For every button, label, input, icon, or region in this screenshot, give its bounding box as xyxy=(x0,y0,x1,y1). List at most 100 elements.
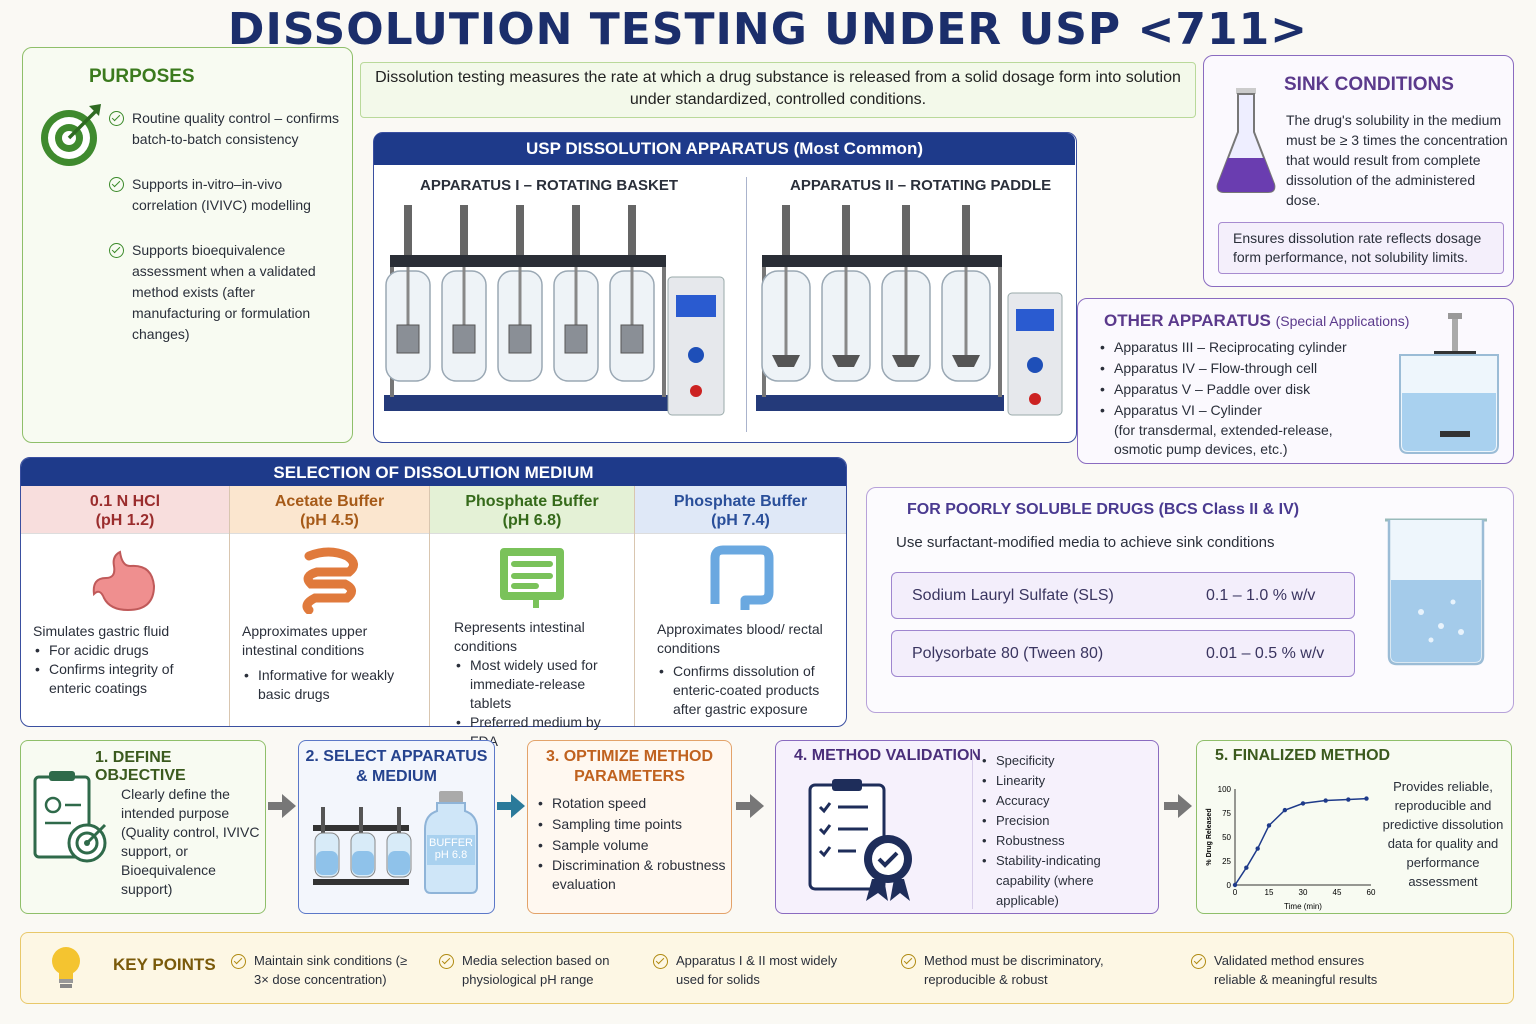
data-point xyxy=(1266,823,1272,828)
lightbulb-icon xyxy=(52,947,80,988)
validation-item: Linearity xyxy=(980,771,1156,791)
stomach-icon xyxy=(92,550,156,612)
data-point xyxy=(1255,846,1260,851)
step-1-title: 1. DEFINE OBJECTIVE xyxy=(95,749,186,784)
medium-col-hcl: 0.1 N HCl(pH 1.2) Simulates gastric flui… xyxy=(21,486,230,726)
parameter-item: Rotation speed xyxy=(536,793,726,814)
paddle-apparatus-image xyxy=(756,205,1063,416)
apparatus-panel: USP DISSOLUTION APPARATUS (Most Common) … xyxy=(373,132,1077,443)
target-icon xyxy=(41,104,101,166)
intestine-icon xyxy=(500,548,564,608)
data-point xyxy=(1232,882,1238,888)
parameter-item: Sampling time points xyxy=(536,814,726,835)
sink-panel: SINK CONDITIONS The drug's solubility in… xyxy=(1203,55,1514,287)
x-tick-label: 15 xyxy=(1265,888,1274,897)
step-method-validation: 4. METHOD VALIDATION Specificity Lineari… xyxy=(775,740,1159,914)
validation-item: Precision xyxy=(980,811,1156,831)
step-4-title: 4. METHOD VALIDATION xyxy=(794,747,981,764)
apparatus-1-label: APPARATUS I – ROTATING BASKET xyxy=(420,177,679,194)
y-tick-label: 75 xyxy=(1222,809,1231,818)
y-tick-label: 0 xyxy=(1227,881,1232,890)
other-item: Apparatus VI – Cylinder xyxy=(1098,400,1388,421)
upper-intestine-icon xyxy=(302,547,358,614)
page-title: DISSOLUTION TESTING UNDER USP <711> xyxy=(227,4,1309,55)
medium-col-phosphate-68: Phosphate Buffer(pH 6.8) Represents inte… xyxy=(430,486,635,749)
poorly-soluble-panel: FOR POORLY SOLUBLE DRUGS (BCS Class II &… xyxy=(866,487,1514,713)
intro-box: Dissolution testing measures the rate at… xyxy=(360,62,1196,118)
validation-item: Accuracy xyxy=(980,791,1156,811)
poorly-subtitle: Use surfactant-modified media to achieve… xyxy=(896,534,1275,551)
purposes-panel: PURPOSES Routine quality control – confi… xyxy=(22,47,353,443)
step-5-title: 5. FINALIZED METHOD xyxy=(1215,747,1391,764)
sink-note: Ensures dissolution rate reflects dosage… xyxy=(1218,222,1504,274)
y-tick-label: 50 xyxy=(1222,833,1231,842)
purpose-item: Supports in-vitro–in-vivo correlation (I… xyxy=(109,174,345,216)
data-point xyxy=(1346,797,1351,802)
poorly-title: FOR POORLY SOLUBLE DRUGS (BCS Class II &… xyxy=(907,501,1300,518)
step-5-text: Provides reliable, reproducible and pred… xyxy=(1382,779,1504,889)
beaker-cylinder-icon xyxy=(1399,313,1499,454)
apparatus-header: USP DISSOLUTION APPARATUS (Most Common) xyxy=(374,133,1075,165)
parameter-item: Discrimination & robustness evaluation xyxy=(536,856,726,894)
flask-icon xyxy=(1216,88,1276,193)
arrow-right-icon xyxy=(497,794,527,818)
surfactant-row: Sodium Lauryl Sulfate (SLS) 0.1 – 1.0 % … xyxy=(891,572,1355,619)
sink-title: SINK CONDITIONS xyxy=(1284,74,1454,95)
clipboard-target-icon xyxy=(33,771,107,863)
other-apparatus-panel: OTHER APPARATUS (Special Applications) A… xyxy=(1077,298,1514,464)
data-point xyxy=(1300,801,1306,806)
step-define-objective: 1. DEFINE OBJECTIVE Clearly define the i… xyxy=(20,740,266,914)
arrow-right-icon xyxy=(1164,794,1194,818)
other-title: OTHER APPARATUS xyxy=(1104,311,1271,330)
validation-clipboard-icon xyxy=(808,779,912,901)
y-axis-label: % Drug Released xyxy=(1206,808,1213,865)
basket-apparatus-image xyxy=(384,205,725,416)
y-tick-label: 25 xyxy=(1222,857,1231,866)
validation-item: Robustness xyxy=(980,831,1156,851)
data-point xyxy=(1244,865,1249,870)
x-tick-label: 30 xyxy=(1299,888,1308,897)
surfactant-row: Polysorbate 80 (Tween 80) 0.01 – 0.5 % w… xyxy=(891,630,1355,677)
step-2-title: 2. SELECT APPARATUS& MEDIUM xyxy=(305,748,488,785)
apparatus-2-label: APPARATUS II – ROTATING PADDLE xyxy=(790,177,1052,194)
medium-col-acetate: Acetate Buffer(pH 4.5) Approximates uppe… xyxy=(230,486,430,726)
beaker-icon xyxy=(1385,518,1487,666)
x-axis-label: Time (min) xyxy=(1284,902,1322,911)
data-point xyxy=(1282,807,1288,813)
purpose-item: Routine quality control – confirms batch… xyxy=(109,108,345,150)
medium-col-phosphate-74: Phosphate Buffer(pH 7.4) Approximates bl… xyxy=(635,486,846,726)
medium-desc: Simulates gastric fluid xyxy=(33,623,170,639)
parameter-item: Sample volume xyxy=(536,835,726,856)
key-point: Media selection based on physiological p… xyxy=(439,951,629,989)
colon-icon xyxy=(710,545,773,610)
arrow-right-icon xyxy=(268,794,298,818)
series-line xyxy=(1234,797,1367,886)
medium-header: SELECTION OF DISSOLUTION MEDIUM xyxy=(21,458,846,487)
key-points-bar: KEY POINTS Maintain sink conditions (≥ 3… xyxy=(20,932,1514,1004)
x-tick-label: 0 xyxy=(1233,888,1238,897)
data-point xyxy=(1323,798,1328,803)
other-item: Apparatus V – Paddle over disk xyxy=(1098,379,1388,400)
other-subtitle: (Special Applications) xyxy=(1275,313,1410,329)
x-tick-label: 45 xyxy=(1333,888,1342,897)
validation-item: Stability-indicating capability (where a… xyxy=(980,851,1156,911)
sink-text: The drug's solubility in the medium must… xyxy=(1286,112,1508,208)
key-point: Maintain sink conditions (≥ 3× dose conc… xyxy=(231,951,411,989)
step-1-text: Clearly define the intended purpose (Qua… xyxy=(121,786,260,897)
y-tick-label: 100 xyxy=(1218,785,1232,794)
other-item: Apparatus IV – Flow-through cell xyxy=(1098,358,1388,379)
purposes-title: PURPOSES xyxy=(89,66,195,87)
buffer-bottle-icon xyxy=(424,791,478,894)
arrow-right-icon xyxy=(736,794,766,818)
key-points-title: KEY POINTS xyxy=(113,955,216,974)
other-note: (for transdermal, extended-release, osmo… xyxy=(1114,422,1333,457)
validation-item: Specificity xyxy=(980,751,1156,771)
data-point xyxy=(1364,796,1369,801)
key-point: Validated method ensures reliable & mean… xyxy=(1191,951,1391,989)
